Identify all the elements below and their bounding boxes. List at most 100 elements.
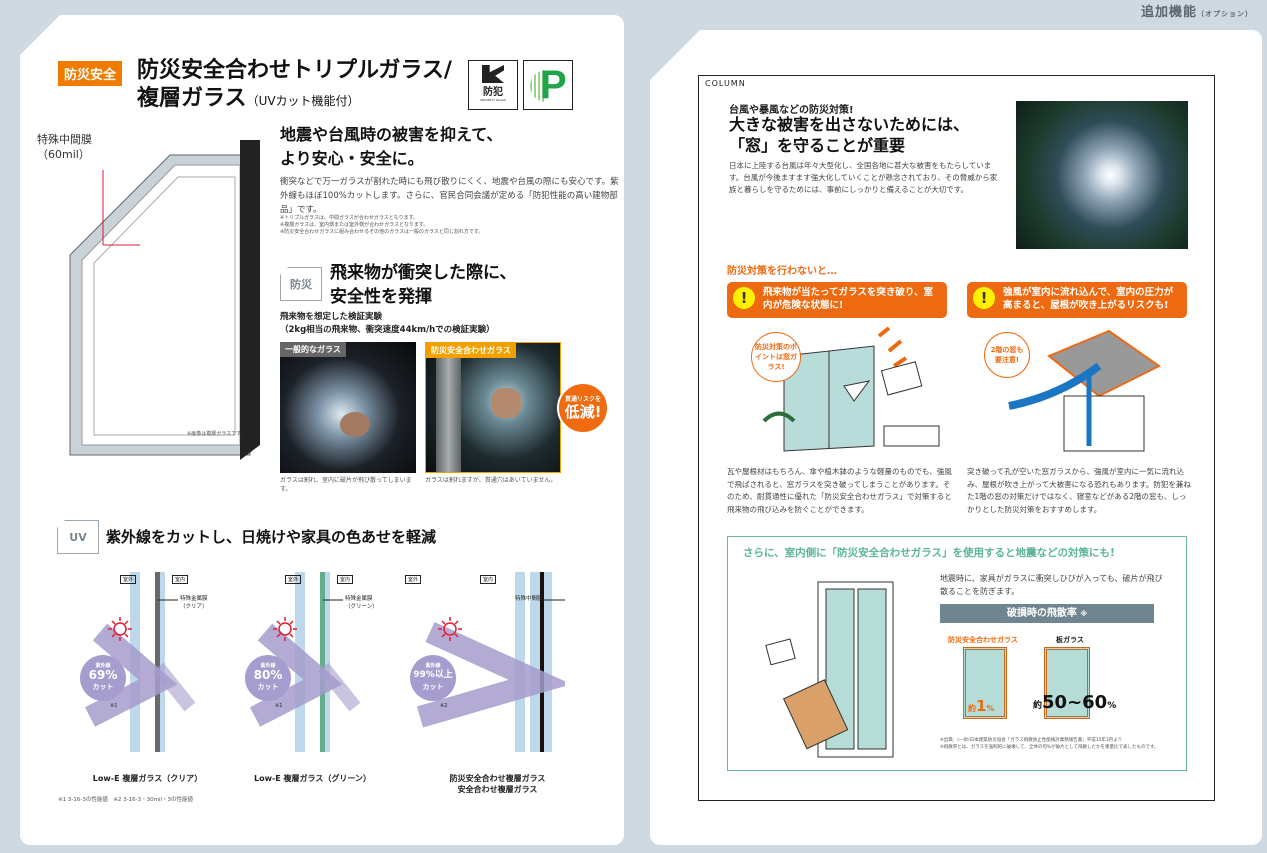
column-title-line1: 大きな被害を出さないためには、 <box>729 115 970 134</box>
rate-unit: % <box>986 704 995 713</box>
warning-text: 飛来物が当たってガラスを突き破り、室内が危険な状態に! <box>763 287 933 311</box>
test-subtitle: （2kg相当の飛来物、衝突速度44km/hでの検証実験） <box>280 325 495 335</box>
column-title-line2: 「窓」を守ることが重要 <box>729 136 906 155</box>
security-glass-logo: 防犯 SECURITY GLASS <box>468 60 518 110</box>
risk-text-2: 突き破って孔が空いた窓ガラスから、強風が室内に一気に流れ込み、屋根が吹き上がって… <box>967 467 1191 514</box>
film-label-line2: （60mil） <box>37 148 90 161</box>
safety-glass-graphic <box>963 647 1007 719</box>
circle-bottom: カット <box>422 683 444 691</box>
plate-glass-label: 板ガラス <box>1056 636 1084 644</box>
without-heading: 防災対策を行わないと… <box>727 266 837 277</box>
circle-bottom: カット <box>92 683 114 691</box>
photo-label: 一般的なガラス <box>280 342 346 357</box>
left-page: 防災安全 防災安全合わせトリプルガラス/ 複層ガラス（UVカット機能付） 防犯 … <box>20 15 624 845</box>
film-sub: （クリア） <box>180 604 208 610</box>
film-name: 特殊金属膜 <box>345 596 373 602</box>
circle-top: 紫外線 <box>425 663 441 669</box>
section-subtitle: （オプション） <box>1197 10 1253 18</box>
name-line1: Low-E 複層ガラス（クリア） <box>92 774 203 783</box>
glass-type-name: Low-E 複層ガラス（グリーン） <box>225 773 400 784</box>
uv-diagram: 室外 室内 特殊中間膜 紫外線 99%以上 カット ※2 防災安全合わせ複層ガラ… <box>390 567 565 797</box>
name-line1: Low-E 複層ガラス（グリーン） <box>254 774 371 783</box>
rate-prefix: 約 <box>968 704 976 713</box>
column-box: COLUMN 台風や暴風などの防災対策! 大きな被害を出さないためには、 「窓」… <box>698 75 1215 801</box>
headline-line1: 地震や台風時の被害を抑えて、 <box>280 125 503 144</box>
glass-cross-section <box>84 572 196 752</box>
furniture-fall-illustration <box>765 581 894 758</box>
safety-glass-rate: 約1% <box>968 697 994 715</box>
disaster-tag: 防災 <box>280 267 322 301</box>
circle-bottom: カット <box>257 683 279 691</box>
disaster-title-line2: 安全性を発揮 <box>330 287 432 307</box>
outside-label: 室外 <box>285 575 302 584</box>
footnote-mark: ※1 <box>275 703 283 709</box>
glass-type-name: 防災安全合わせ複層ガラス安全合わせ複層ガラス <box>390 773 605 795</box>
exclamation-icon: ! <box>973 287 995 309</box>
logo-p: P <box>540 63 567 107</box>
film-label: 特殊中間膜 （60mil） <box>37 132 92 162</box>
uv-tag: UV <box>57 520 99 554</box>
scatter-rate-title: 破損時の飛散率 <box>1006 608 1077 619</box>
circle-top: 紫外線 <box>260 663 276 669</box>
notes: ※トリプルガラスは、中間ガラスが合わせガラスとなります。 ※複層ガラスは、室内側… <box>280 215 620 236</box>
triple-glass-illustration <box>69 140 260 460</box>
uv-diagram: 室外 室内 特殊金属膜（グリーン） 紫外線 80% カット ※1 Low-E 複… <box>225 567 400 797</box>
inside-label: 室内 <box>337 575 354 584</box>
note: ※複層ガラスは、室内側または室外側が合わせガラスとなります。 <box>280 222 429 228</box>
typhoon-satellite-image <box>1016 101 1188 249</box>
uv-cut-percent: 99%以上 <box>413 670 453 680</box>
right-page: COLUMN 台風や暴風などの防災対策! 大きな被害を出さないためには、 「窓」… <box>650 30 1262 845</box>
section-title: 追加機能 <box>1140 5 1197 20</box>
photo-caption: ガラスは割れますが、貫通穴はあいていません。 <box>425 477 557 484</box>
scatter-notes: ※出典：(一財)日本建築防災協会「ガラス飛散防止性能検討業務報告書」平成15年3… <box>940 737 1180 751</box>
section-header: 追加機能（オプション） <box>1141 1 1253 20</box>
tip-bubble-1: 防災対策のポイントは窓ガラス! <box>751 332 801 382</box>
rate-unit: % <box>1107 701 1117 711</box>
headline: 地震や台風時の被害を抑えて、 より安心・安全に。 <box>280 123 502 171</box>
rate-value: 50~60 <box>1042 692 1108 713</box>
rate-prefix: 約 <box>1033 701 1043 711</box>
film-label: 特殊金属膜 （クリア） <box>180 595 208 611</box>
column-intro: 日本に上陸する台風は年々大型化し、全国各地に甚大な被害をもたらしています。台風が… <box>729 161 998 194</box>
note: ※防災安全合わせガラスに組み合わせるその他のガラスは一般のガラスと同じ割れ方です… <box>280 229 484 235</box>
uv-cut-percent: 80% <box>253 668 283 682</box>
uv-title: 紫外線をカットし、日焼けや家具の色あせを軽減 <box>106 528 437 546</box>
test-title: 飛来物を想定した検証実験 <box>280 312 383 322</box>
title-line2: 複層ガラス <box>137 86 247 111</box>
earthquake-heading: さらに、室内側に「防災安全合わせガラス」を使用すると地震などの対策にも! <box>743 547 1115 559</box>
category-badge: 防災安全 <box>58 61 123 86</box>
intro-text: 衝突などで万一ガラスが割れた時にも飛び散りにくく、地震や台風の際にも安心です。紫… <box>280 177 619 215</box>
uv-cut-circle: 紫外線 99%以上 カット <box>410 655 456 701</box>
kicker: 台風や暴風などの防災対策! <box>729 105 854 116</box>
disaster-title: 飛来物が衝突した際に、 安全性を発揮 <box>330 261 517 309</box>
title-suffix: （UVカット機能付） <box>246 94 360 108</box>
outside-label: 室外 <box>120 575 137 584</box>
bubble-big: 低減! <box>564 403 602 421</box>
film-label: 特殊中間膜 <box>515 595 543 603</box>
rate-value: 1 <box>976 697 987 715</box>
exclamation-icon: ! <box>733 287 755 309</box>
glass-cross-section <box>249 572 361 752</box>
warning-banner-2: !強風が室内に流れ込んで、室内の圧力が高まると、屋根が吹き上がるリスクも! <box>967 282 1187 318</box>
safety-glass-label: 防災安全合わせガラス <box>948 636 1018 644</box>
risk-bubble: 貫通リスクを 低減! <box>557 382 609 434</box>
risk-text-1: 瓦や屋根材はもちろん、傘や植木鉢のような軽量のものでも、強風で飛ばされると、窓ガ… <box>727 467 952 514</box>
inside-label: 室内 <box>480 575 497 584</box>
test-description: 飛来物を想定した検証実験 （2kg相当の飛来物、衝突速度44km/hでの検証実験… <box>280 311 495 337</box>
tip-bubble-2: 2階の窓も要注意! <box>984 332 1030 378</box>
column-label: COLUMN <box>705 79 746 88</box>
plate-glass-graphic <box>1044 647 1090 719</box>
scatter-rate-bar: 破損時の飛散率 ※ <box>940 604 1154 623</box>
uv-footnote: ※1 3-16-3の性能値 ※2 3-16-3・30mil・3の性能値 <box>58 797 194 803</box>
circle-top: 紫外線 <box>95 663 111 669</box>
bubble-small: 貫通リスクを <box>564 396 601 403</box>
photo-label: 防災安全合わせガラス <box>426 343 516 358</box>
outside-label: 室外 <box>405 575 422 584</box>
footnote-mark: ※1 <box>110 703 118 709</box>
logo-text: 防犯 <box>483 87 503 98</box>
roof-lift-illustration <box>1008 329 1161 452</box>
page-title: 防災安全合わせトリプルガラス/ 複層ガラス（UVカット機能付） <box>137 57 452 115</box>
film-name: 特殊金属膜 <box>180 596 208 602</box>
column-title: 大きな被害を出さないためには、 「窓」を守ることが重要 <box>729 114 969 156</box>
disaster-title-line1: 飛来物が衝突した際に、 <box>330 263 517 283</box>
